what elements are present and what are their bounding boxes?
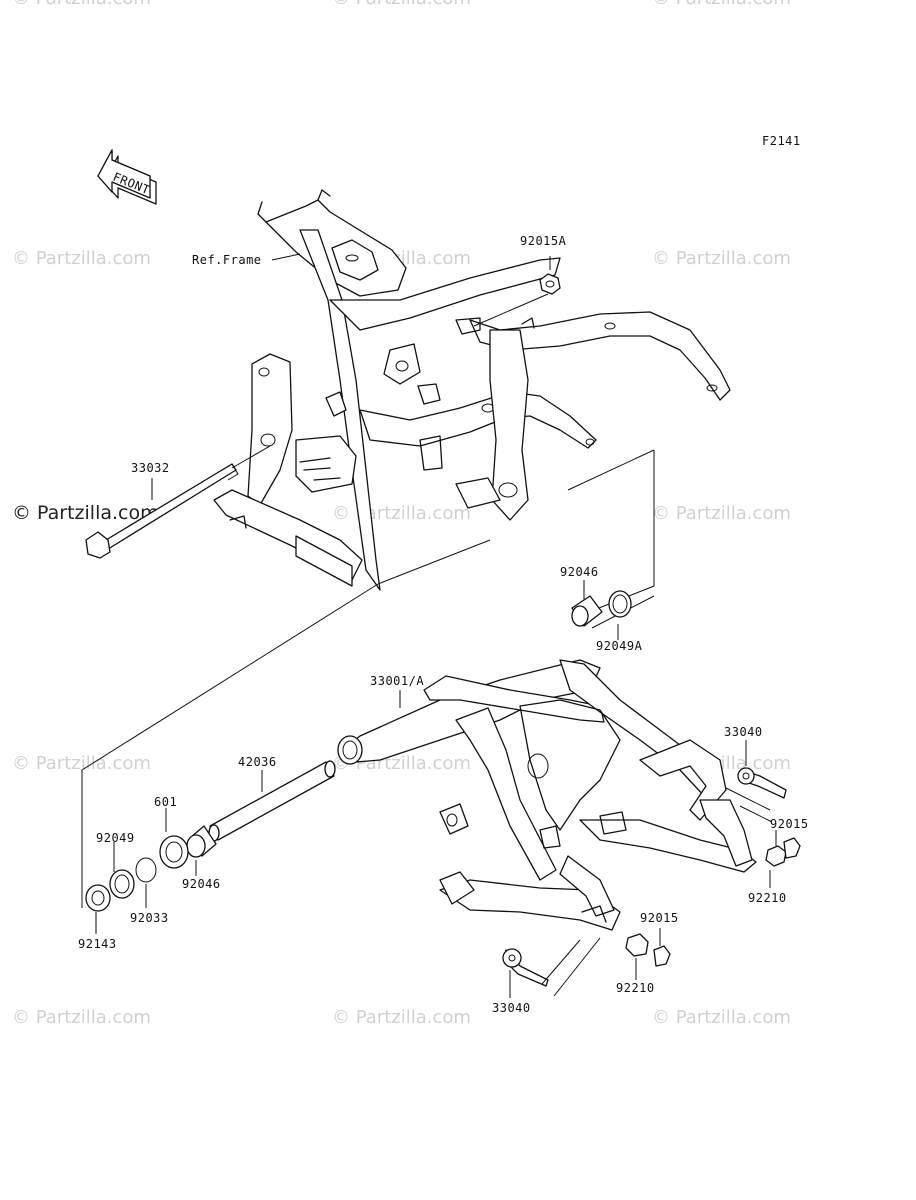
front-arrow-icon: FRONT xyxy=(97,149,157,205)
part-label-92046-top: 92046 xyxy=(560,565,599,579)
eye-bolt-33040-bottom xyxy=(502,933,671,997)
ref-frame-label: Ref.Frame xyxy=(192,253,262,267)
watermark: © Partzilla.com xyxy=(652,248,791,269)
watermark: © Partzilla.com xyxy=(12,1007,151,1028)
watermark: © Partzilla.com xyxy=(652,1007,791,1028)
part-label-92046-low: 92046 xyxy=(182,877,221,891)
part-label-42036: 42036 xyxy=(238,755,277,769)
watermark: © Partzilla.com xyxy=(652,503,791,524)
part-label-33040-bottom: 33040 xyxy=(492,1001,531,1015)
watermark: © Partzilla.com xyxy=(332,503,471,524)
part-label-33040-right: 33040 xyxy=(724,725,763,739)
part-label-92210-right: 92210 xyxy=(748,891,787,905)
part-label-92015-right: 92015 xyxy=(770,817,809,831)
leader-lines xyxy=(95,253,777,998)
part-label-92049A: 92049A xyxy=(596,639,643,653)
part-labels: Ref.Frame 92015A 33032 92046 92049A 3300… xyxy=(78,234,809,1015)
watermark: © Partzilla.com xyxy=(332,1007,471,1028)
frame-illustration xyxy=(213,189,731,591)
watermark-main: © Partzilla.com xyxy=(12,502,159,524)
part-label-601: 601 xyxy=(154,795,177,809)
part-label-92049: 92049 xyxy=(96,831,135,845)
part-label-92015A: 92015A xyxy=(520,234,567,248)
watermark: © Partzilla.com xyxy=(652,0,791,9)
part-label-33032: 33032 xyxy=(131,461,170,475)
watermark: © Partzilla.com xyxy=(12,753,151,774)
part-label-92210-bottom: 92210 xyxy=(616,981,655,995)
nut-92015A xyxy=(473,256,561,327)
part-label-92033: 92033 xyxy=(130,911,169,925)
collar-92046-top xyxy=(571,590,632,627)
eye-bolt-33040-right xyxy=(725,767,801,867)
watermark: © Partzilla.com xyxy=(12,0,151,9)
watermark: © Partzilla.com xyxy=(12,248,151,269)
pivot-bolt-33032 xyxy=(85,445,271,559)
swing-arm-33001A xyxy=(337,659,757,931)
part-label-33001A: 33001/A xyxy=(370,674,424,688)
part-label-92015-bottom: 92015 xyxy=(640,911,679,925)
figure-code: F2141 xyxy=(762,134,801,148)
watermark: © Partzilla.com xyxy=(332,0,471,9)
part-label-92143: 92143 xyxy=(78,937,117,951)
sleeve-42036 xyxy=(208,760,336,842)
bearing-stack xyxy=(85,825,217,912)
